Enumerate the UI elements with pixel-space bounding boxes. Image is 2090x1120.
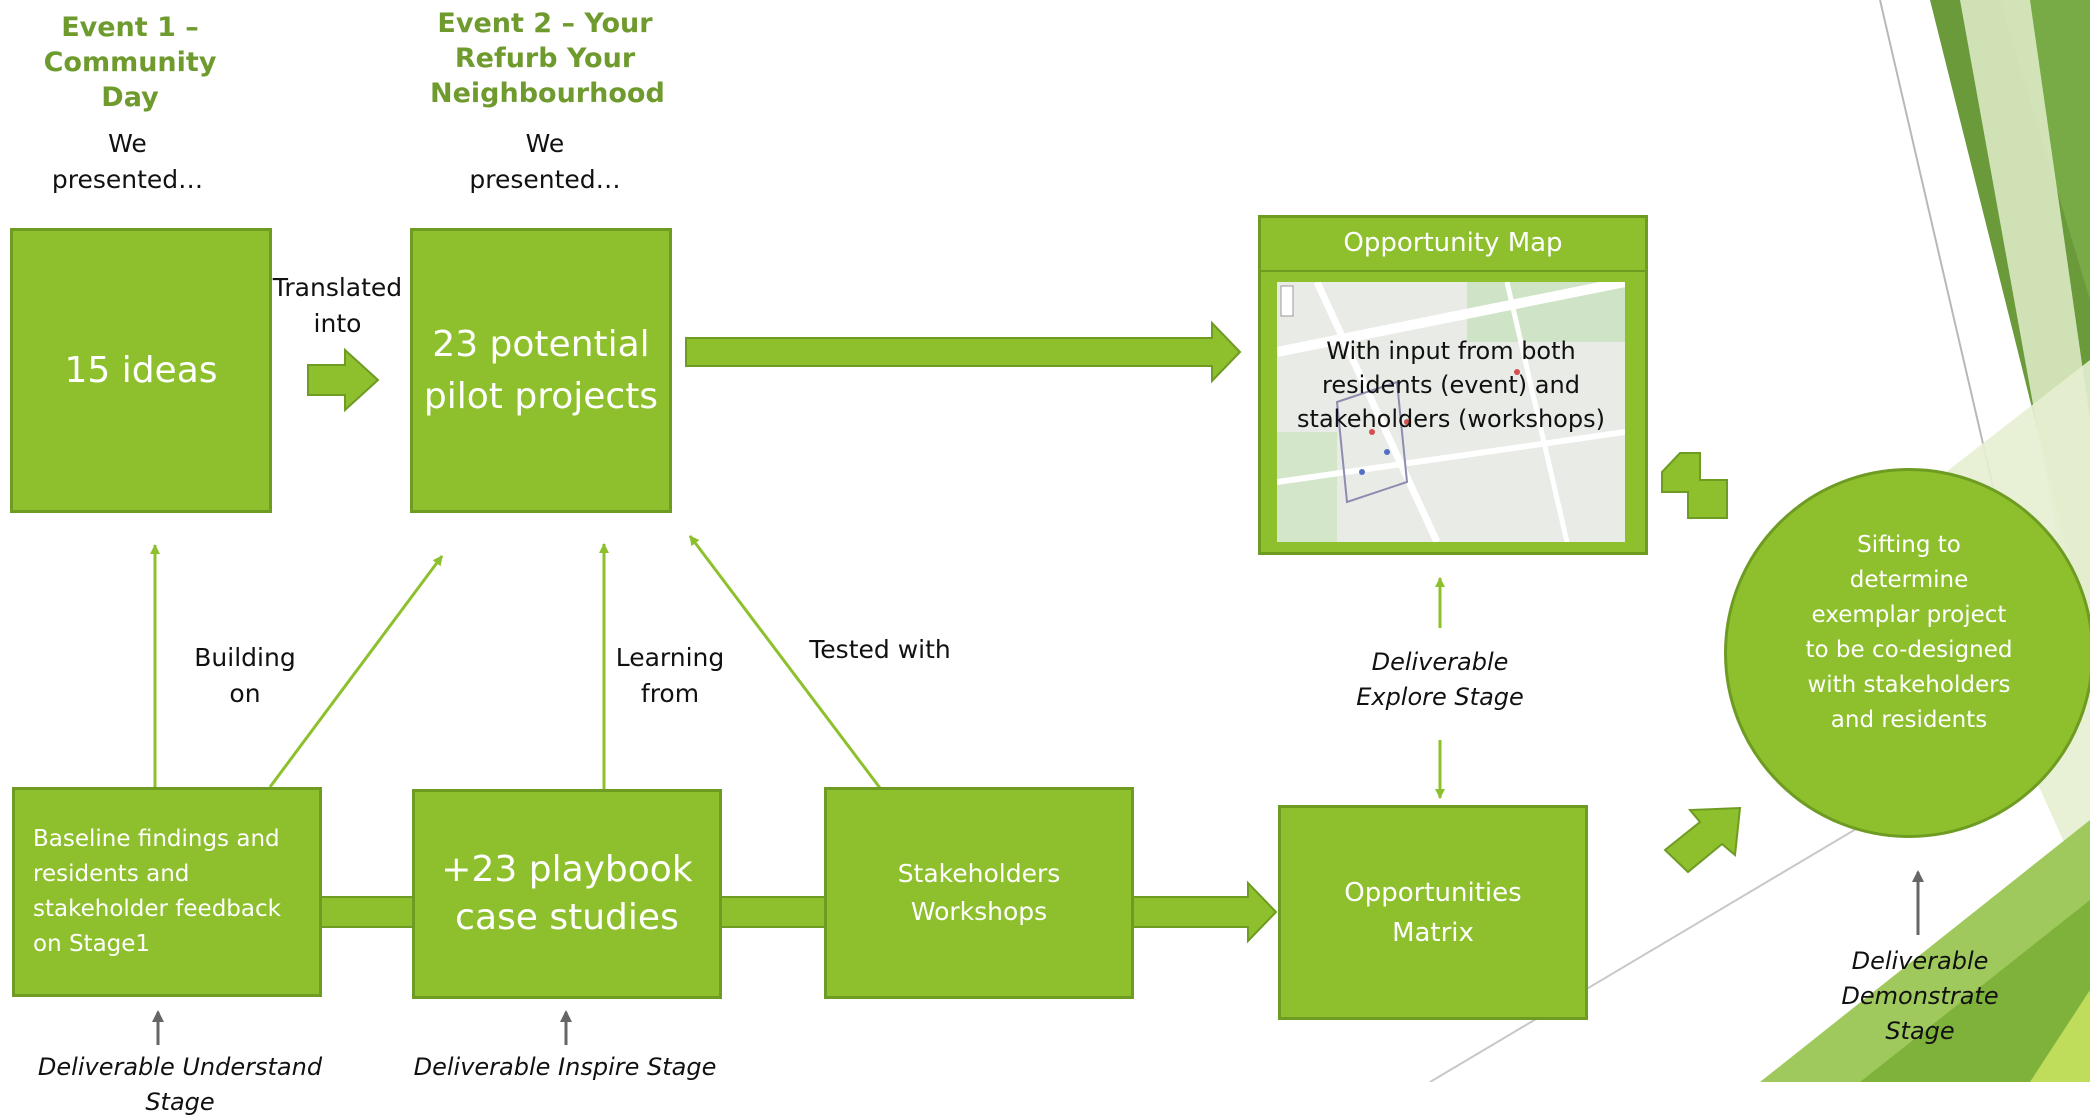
- pilots-box: 23 potential pilot projects: [410, 228, 672, 513]
- map-streets-graphic: [1277, 282, 1625, 542]
- block-arrow-matrix-sifting: [1663, 806, 1742, 874]
- playbook-box-text: +23 playbook case studies: [441, 849, 693, 938]
- workshops-box-text: Stakeholders Workshops: [897, 859, 1061, 926]
- matrix-box: Opportunities Matrix: [1278, 805, 1588, 1020]
- label-translated: Translated into: [272, 273, 403, 338]
- connector-arrows: [150, 320, 1924, 1045]
- ideas-box-text: 15 ideas: [64, 350, 218, 391]
- event1-subtitle: We presented…: [51, 129, 204, 194]
- deliverable-inspire: Deliverable Inspire Stage: [413, 1053, 717, 1081]
- event2-title: Event 2 – Your Refurb Your Neighbourhood: [430, 8, 665, 109]
- ideas-box: 15 ideas: [10, 228, 272, 513]
- connector-bar-1: [319, 896, 416, 928]
- event2-subtitle: We presented…: [469, 129, 621, 194]
- label-building: Building on: [194, 643, 296, 708]
- sifting-text: Sifting to determine exemplar project to…: [1805, 532, 2013, 733]
- map-image: With input from both residents (event) a…: [1277, 282, 1625, 542]
- block-arrow-pilots-map: [685, 320, 1242, 384]
- sifting-circle: Sifting to determine exemplar project to…: [1724, 468, 2090, 838]
- deliverable-understand: Deliverable Understand Stage: [37, 1053, 323, 1116]
- opportunity-map-text: With input from both residents (event) a…: [1297, 337, 1605, 433]
- opportunity-map-title: Opportunity Map: [1343, 228, 1563, 258]
- deliverable-demonstrate: Deliverable Demonstrate Stage: [1841, 947, 1999, 1045]
- deliverable-explore: Deliverable Explore Stage: [1356, 648, 1524, 711]
- baseline-box-text: Baseline findings and residents and stak…: [33, 826, 281, 957]
- arrow-workshops-pilots: [688, 535, 882, 789]
- pilots-box-text: 23 potential pilot projects: [423, 323, 659, 417]
- playbook-box: +23 playbook case studies: [412, 789, 722, 999]
- matrix-box-text: Opportunities Matrix: [1344, 877, 1522, 948]
- opportunity-map-panel: Opportunity Map With input from both res…: [1258, 215, 1648, 555]
- map-title-divider: [1261, 270, 1645, 272]
- connector-bar-2: [717, 896, 827, 928]
- label-learning: Learning from: [615, 643, 725, 708]
- arrow-baseline-pilots: [268, 555, 444, 788]
- label-tested: Tested with: [809, 635, 951, 664]
- block-arrow-ideas-pilots: [307, 347, 380, 413]
- workshops-box: Stakeholders Workshops: [824, 787, 1134, 999]
- block-arrow-map-sifting: [1661, 452, 1728, 519]
- event1-title: Event 1 – Community Day: [43, 12, 217, 113]
- baseline-box: Baseline findings and residents and stak…: [12, 787, 322, 997]
- block-arrow-workshops-matrix: [1131, 880, 1278, 944]
